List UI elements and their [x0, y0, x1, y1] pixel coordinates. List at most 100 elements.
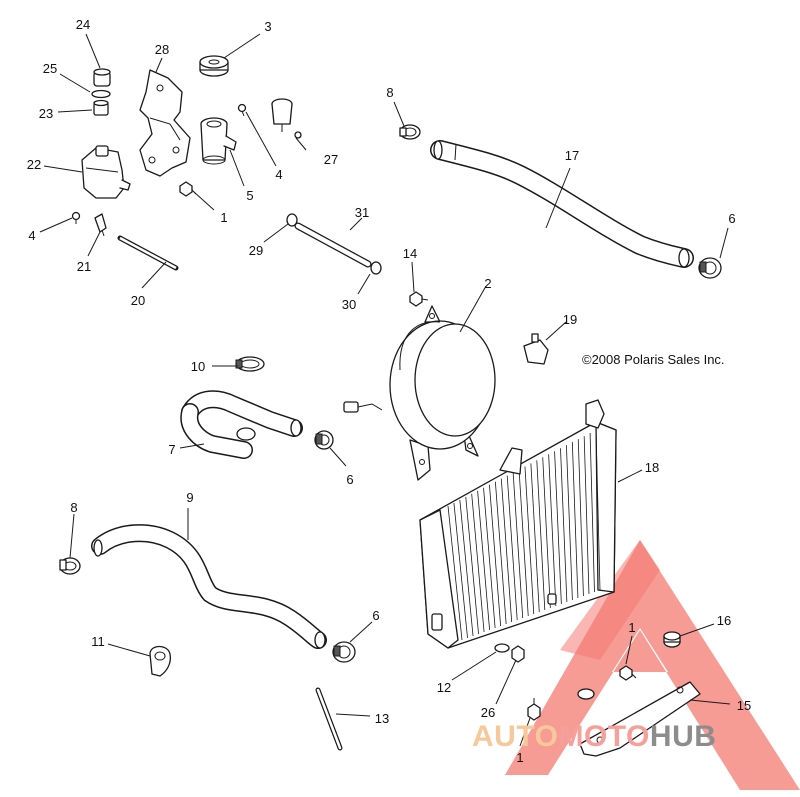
- part-11-clip: [149, 645, 172, 677]
- callout-3: 3: [264, 19, 271, 34]
- callout-6-top-right: 6: [728, 211, 735, 226]
- radiator-fin: [589, 433, 595, 593]
- radiator-fin: [512, 472, 524, 619]
- part-24-cap: [93, 68, 111, 87]
- callout-31: 31: [355, 205, 369, 220]
- part-13-rod: [315, 687, 343, 751]
- callout-4-left: 4: [28, 228, 35, 243]
- part-1-bolt-upper: [179, 181, 197, 197]
- watermark-text-moto: MOTO: [558, 720, 649, 753]
- callout-10: 10: [191, 359, 205, 374]
- callout-11: 11: [91, 634, 105, 649]
- part-12-washer: [494, 643, 510, 653]
- callout-15: 15: [737, 698, 751, 713]
- part-4-screw-upper: [237, 103, 247, 117]
- callout-9: 9: [186, 490, 193, 505]
- radiator-fin: [560, 448, 568, 603]
- part-6-clamp-lower: [332, 641, 356, 663]
- part-30-clamp: [370, 261, 382, 275]
- watermark-text-auto: AUTO: [472, 720, 558, 753]
- callout-1-bottom: 1: [516, 750, 523, 765]
- callout-1-right: 1: [628, 620, 635, 635]
- callout-6-lower: 6: [372, 608, 379, 623]
- part-9-lower-hose: [91, 524, 327, 649]
- part-8-clamp-lower: [59, 557, 81, 575]
- callout-2: 2: [484, 276, 491, 291]
- callout-8-lower: 8: [70, 500, 77, 515]
- part-3-radiator-cap: [199, 55, 229, 77]
- radiator-fin: [459, 499, 474, 637]
- callout-1-upper: 1: [220, 210, 227, 225]
- part-10-clamp: [235, 356, 265, 372]
- callout-23: 23: [39, 106, 53, 121]
- callout-24: 24: [76, 17, 90, 32]
- part-21-fitting: [94, 213, 107, 237]
- part-8-clamp-top: [399, 124, 421, 140]
- part-25-oring: [91, 89, 111, 99]
- part-15-bracket: [577, 681, 701, 757]
- callout-27: 27: [324, 152, 338, 167]
- callout-13: 13: [375, 711, 389, 726]
- watermark-logo: [505, 540, 800, 790]
- radiator-fin: [494, 481, 507, 625]
- watermark-triangle-icon: [505, 540, 800, 790]
- part-1-bolt-bottom: [527, 698, 541, 721]
- callout-16: 16: [717, 613, 731, 628]
- callout-29: 29: [249, 243, 263, 258]
- part-19-mount: [523, 333, 549, 365]
- part-18-radiator: [419, 399, 617, 649]
- callout-30: 30: [342, 297, 356, 312]
- radiator-fin: [506, 475, 518, 621]
- callout-labels: 24 25 23 28 3 22 4 4 27 5 1 21 29 31 20 …: [27, 17, 751, 765]
- leader-lines: [39, 33, 731, 747]
- part-23-sleeve: [93, 99, 109, 116]
- radiator-fin: [524, 466, 535, 615]
- part-fan-connector: [343, 401, 383, 413]
- callout-22: 22: [27, 157, 41, 172]
- radiator-fin: [571, 442, 579, 599]
- callout-17: 17: [565, 148, 579, 163]
- radiator-fin: [465, 496, 479, 635]
- radiator-fin: [477, 490, 490, 631]
- radiator-fin: [583, 436, 590, 595]
- part-1-bolt-right: [619, 665, 637, 681]
- part-14-bolt: [409, 291, 429, 307]
- part-20-hose: [117, 235, 179, 271]
- callout-28: 28: [155, 42, 169, 57]
- radiator-fin: [577, 439, 584, 597]
- callout-5: 5: [246, 188, 253, 203]
- callout-4-upper: 4: [275, 167, 282, 182]
- part-6-clamp-middle: [314, 430, 334, 450]
- part-26-nut: [511, 645, 525, 663]
- radiator-fin: [518, 469, 529, 617]
- part-2-fan-shroud: [389, 305, 496, 481]
- radiator-fin: [548, 454, 557, 607]
- radiator-fin: [483, 487, 496, 629]
- callout-21: 21: [77, 259, 91, 274]
- callout-18: 18: [645, 460, 659, 475]
- watermark-text: AUTOMOTOHUB: [472, 720, 716, 753]
- part-22-reservoir: [81, 145, 131, 199]
- copyright-text: ©2008 Polaris Sales Inc.: [582, 352, 725, 367]
- part-27-bottle: [271, 98, 302, 139]
- part-17-upper-hose: [430, 140, 694, 268]
- callout-12: 12: [437, 680, 451, 695]
- radiator-fin: [447, 505, 463, 641]
- part-31-hose: [294, 222, 372, 268]
- radiator-fin: [566, 445, 573, 601]
- part-29-clamp: [286, 213, 298, 227]
- watermark-text-hub: HUB: [650, 720, 717, 753]
- callout-20: 20: [131, 293, 145, 308]
- part-7-hose: [180, 390, 303, 459]
- radiator-fin: [536, 460, 546, 611]
- radiator-fin: [471, 493, 485, 633]
- radiator-fin: [554, 451, 562, 605]
- part-6-clamp-top-right: [698, 257, 722, 279]
- callout-26: 26: [481, 705, 495, 720]
- callout-7: 7: [168, 442, 175, 457]
- callout-19: 19: [563, 312, 577, 327]
- callout-25: 25: [43, 61, 57, 76]
- callout-8-top: 8: [386, 85, 393, 100]
- callout-6-middle: 6: [346, 472, 353, 487]
